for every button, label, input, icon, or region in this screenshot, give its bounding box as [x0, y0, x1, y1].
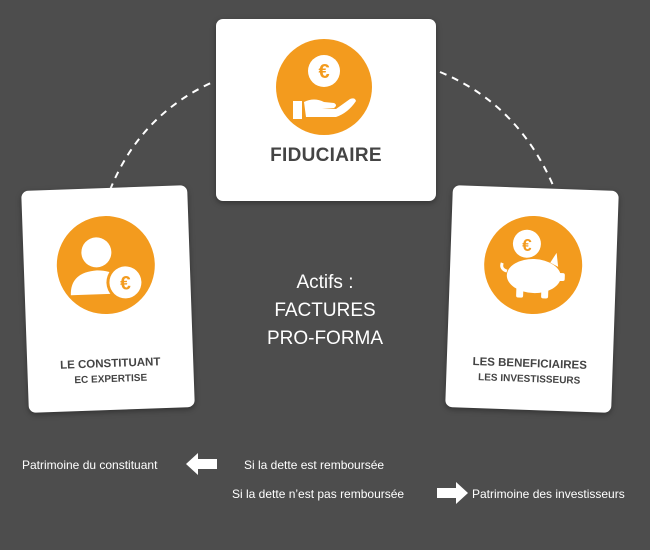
actifs-label: Actifs :	[296, 272, 354, 293]
si-non-remboursee-label: Si la dette n’est pas remboursée	[232, 487, 405, 501]
svg-text:€: €	[120, 273, 132, 294]
beneficiaires-subtitle: LES INVESTISSEURS	[477, 372, 581, 387]
patrimoine-investisseurs-label: Patrimoine des investisseurs	[472, 487, 625, 501]
connector-right	[439, 71, 556, 191]
fiduciaire-title: FIDUCIAIRE	[270, 145, 382, 166]
person-euro-icon: €	[55, 214, 157, 316]
patrimoine-constituant-label: Patrimoine du constituant	[22, 458, 158, 472]
svg-text:€: €	[318, 61, 329, 83]
factures-label: FACTURES	[274, 300, 376, 321]
constituant-subtitle: EC EXPERTISE	[74, 372, 148, 387]
arrow-left-icon	[186, 453, 217, 475]
fiduciaire-card: € FIDUCIAIRE	[216, 19, 436, 201]
connector-left	[109, 81, 214, 191]
beneficiaires-title: LES BENEFICIAIRES	[472, 355, 588, 372]
euro-hand-icon: €	[276, 39, 372, 135]
arrow-right-icon	[437, 482, 468, 504]
si-remboursee-label: Si la dette est remboursée	[244, 458, 385, 472]
beneficiaires-card: € LES BENEFICIAIRES LES INVESTISSEURS	[445, 185, 619, 413]
constituant-card: € LE CONSTITUANT EC EXPERTISE	[21, 185, 195, 413]
pro-forma-label: PRO-FORMA	[266, 328, 384, 349]
svg-text:€: €	[522, 236, 533, 255]
constituant-title: LE CONSTITUANT	[59, 356, 161, 372]
piggy-bank-euro-icon: €	[482, 214, 584, 316]
